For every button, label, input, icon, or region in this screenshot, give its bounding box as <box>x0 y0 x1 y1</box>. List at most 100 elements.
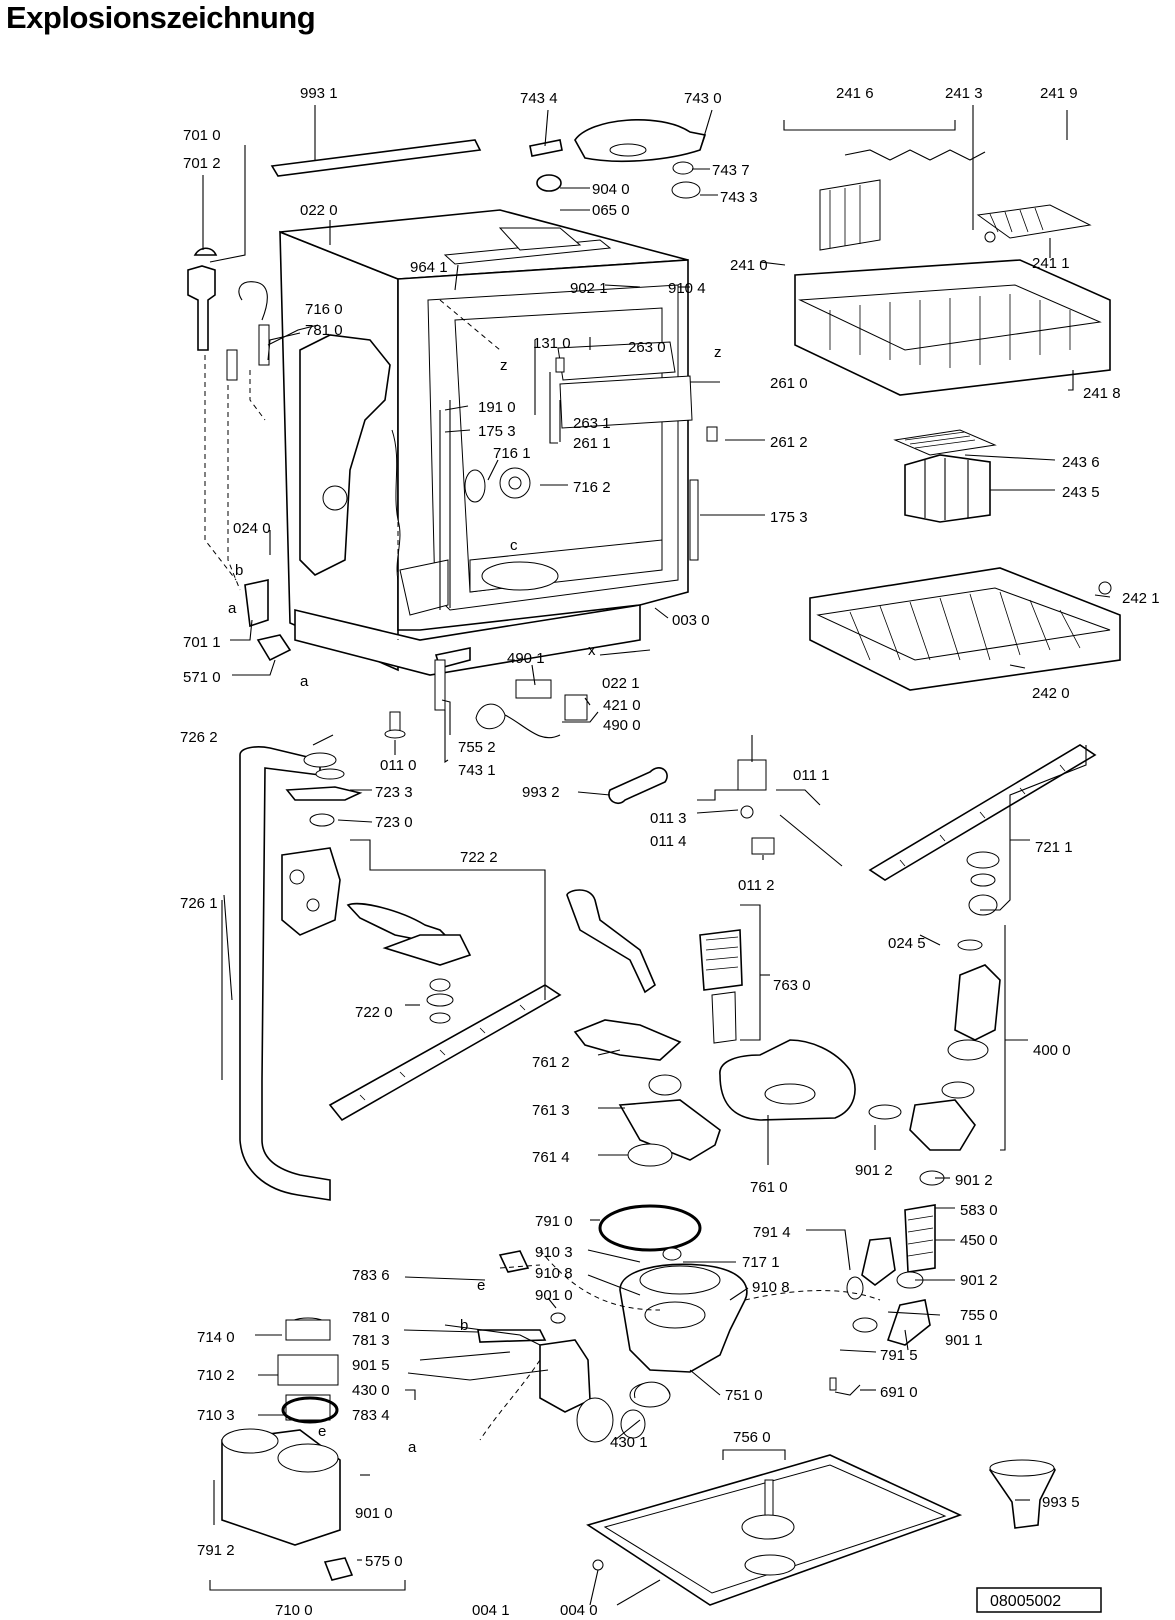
connection-letter: b <box>235 562 243 579</box>
tub-cabinet <box>279 209 718 676</box>
label: 024 5 <box>888 935 926 952</box>
label: 743 7 <box>712 162 750 179</box>
label: 263 0 <box>628 339 666 356</box>
label: 011 0 <box>380 757 416 774</box>
label: 901 5 <box>352 1357 390 1374</box>
connection-letter: e <box>477 1277 485 1294</box>
lower-basket <box>809 567 1121 691</box>
label: 901 2 <box>855 1162 893 1179</box>
label: 721 1 <box>1035 839 1073 856</box>
connection-letter: c <box>510 537 518 554</box>
label: 910 3 <box>535 1244 573 1261</box>
label: 710 2 <box>197 1367 235 1384</box>
label: 710 0 <box>275 1602 313 1619</box>
label: 430 0 <box>352 1382 390 1399</box>
label: 241 1 <box>1032 255 1070 272</box>
label: 751 0 <box>725 1387 763 1404</box>
label: 743 0 <box>684 90 722 107</box>
label: 241 3 <box>945 85 983 102</box>
label: 701 2 <box>183 155 221 172</box>
label: 910 4 <box>668 280 706 297</box>
label: 761 4 <box>532 1149 570 1166</box>
label: 716 2 <box>573 479 611 496</box>
label: 781 3 <box>352 1332 390 1349</box>
label: 993 1 <box>300 85 338 102</box>
label: 421 0 <box>603 697 641 714</box>
label: 902 1 <box>570 280 608 297</box>
label: 022 0 <box>300 202 338 219</box>
label: 901 1 <box>945 1332 983 1349</box>
label: 722 2 <box>460 849 498 866</box>
part-labels: 993 1 743 4 743 0 241 6 241 3 241 9 701 … <box>180 85 1160 1619</box>
label: 191 0 <box>478 399 516 416</box>
label: 783 6 <box>352 1267 390 1284</box>
label: 910 8 <box>535 1265 573 1282</box>
label: 791 2 <box>197 1542 235 1559</box>
label: 701 0 <box>183 127 221 144</box>
connection-letter: z <box>500 357 508 374</box>
label: 714 0 <box>197 1329 235 1346</box>
label: 242 0 <box>1032 685 1070 702</box>
label: 261 1 <box>573 435 611 452</box>
label: 004 1 <box>472 1602 510 1619</box>
label: 993 5 <box>1042 1494 1080 1511</box>
label: 904 0 <box>592 181 630 198</box>
label: 490 0 <box>603 717 641 734</box>
label: 131 0 <box>533 335 571 352</box>
label: 743 1 <box>458 762 496 779</box>
label: 761 0 <box>750 1179 788 1196</box>
label: 781 0 <box>352 1309 390 1326</box>
label: 701 1 <box>183 634 221 651</box>
label: 993 2 <box>522 784 560 801</box>
label: 901 0 <box>535 1287 573 1304</box>
sump-assembly <box>619 1263 748 1439</box>
label: 716 1 <box>493 445 531 462</box>
label: 901 2 <box>960 1272 998 1289</box>
label: 450 0 <box>960 1232 998 1249</box>
label: 756 0 <box>733 1429 771 1446</box>
label: 761 3 <box>532 1102 570 1119</box>
connection-letter: z <box>714 344 722 361</box>
label: 490 1 <box>507 650 545 667</box>
label: 901 2 <box>955 1172 993 1189</box>
label: 717 1 <box>742 1254 780 1271</box>
label: 791 0 <box>535 1213 573 1230</box>
label: 241 8 <box>1083 385 1121 402</box>
label: 783 4 <box>352 1407 390 1424</box>
connection-letter: x <box>588 642 596 659</box>
label: 065 0 <box>592 202 630 219</box>
label: 743 4 <box>520 90 558 107</box>
label: 726 1 <box>180 895 218 912</box>
label: 004 0 <box>560 1602 598 1619</box>
label: 710 3 <box>197 1407 235 1424</box>
label: 901 0 <box>355 1505 393 1522</box>
label: 791 4 <box>753 1224 791 1241</box>
label: 243 6 <box>1062 454 1100 471</box>
label: 243 5 <box>1062 484 1100 501</box>
connection-letters: b a a z z c x e e b a <box>228 344 722 1456</box>
water-softener <box>221 1317 341 1546</box>
label: 175 3 <box>770 509 808 526</box>
label: 024 0 <box>233 520 271 537</box>
label: 175 3 <box>478 423 516 440</box>
label: 964 1 <box>410 259 448 276</box>
label: 011 3 <box>650 810 686 827</box>
label: 261 2 <box>770 434 808 451</box>
label: 241 6 <box>836 85 874 102</box>
label: 763 0 <box>773 977 811 994</box>
label: 723 0 <box>375 814 413 831</box>
document-number-box <box>976 1587 1102 1613</box>
label: 400 0 <box>1033 1042 1071 1059</box>
connection-letter: a <box>408 1439 417 1456</box>
label: 755 2 <box>458 739 496 756</box>
label: 716 0 <box>305 301 343 318</box>
label: 781 0 <box>305 322 343 339</box>
label: 761 2 <box>532 1054 570 1071</box>
connection-letter: a <box>228 600 237 617</box>
label: 261 0 <box>770 375 808 392</box>
label: 003 0 <box>672 612 710 629</box>
label: 791 5 <box>880 1347 918 1364</box>
connection-letter: e <box>318 1423 326 1440</box>
label: 755 0 <box>960 1307 998 1324</box>
